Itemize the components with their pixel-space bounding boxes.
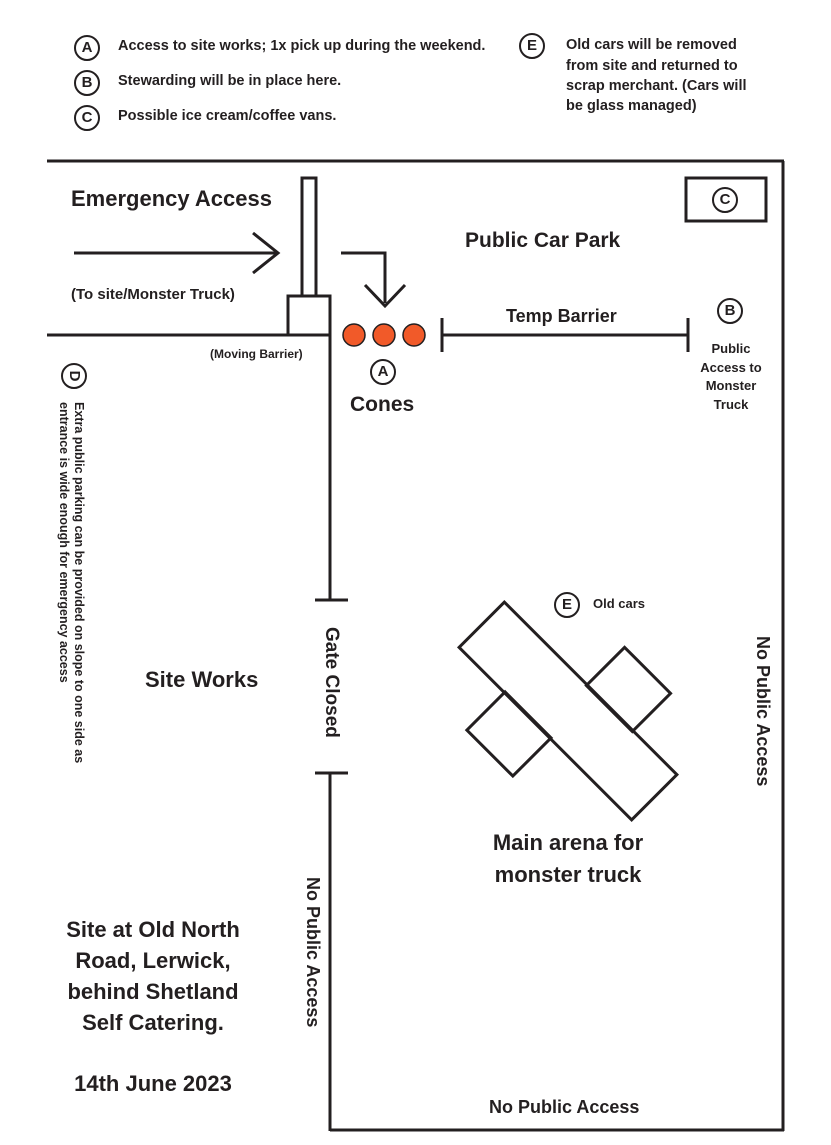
- moving-barrier-label: (Moving Barrier): [210, 347, 303, 361]
- old-cars-shapes: [456, 599, 680, 823]
- public-access-line-2: Access to: [700, 360, 762, 375]
- site-info-line-4: Self Catering.: [82, 1010, 224, 1035]
- site-info-line-2: Road, Lerwick,: [75, 948, 231, 973]
- legend-text-e-line-1: Old cars will be removed: [566, 37, 737, 53]
- old-cars-label: Old cars: [593, 596, 646, 611]
- public-access-line-1: Public: [711, 341, 751, 356]
- steward-marker-b: B: [717, 298, 743, 324]
- legend-text-c: Possible ice cream/coffee vans.: [118, 108, 337, 124]
- legend-marker-a: A: [74, 35, 100, 61]
- old-cars-marker-e: E: [554, 592, 580, 618]
- parking-note-line-2: entrance is wide enough for emergency ac…: [57, 402, 71, 683]
- parking-marker-d: D: [61, 363, 87, 389]
- moving-barrier-box: [286, 294, 332, 337]
- site-works-label: Site Works: [145, 667, 259, 692]
- old-car-long: [456, 599, 680, 823]
- legend-marker-b: B: [74, 70, 100, 96]
- public-car-park-label: Public Car Park: [465, 229, 621, 252]
- public-access-line-4: Truck: [713, 397, 749, 412]
- public-access-line-3: Monster: [705, 378, 757, 393]
- moving-barrier-post: [300, 176, 318, 298]
- legend-text-e-line-2: from site and returned to: [566, 58, 738, 74]
- to-site-label: (To site/Monster Truck): [71, 286, 235, 303]
- van-marker-c: C: [712, 187, 738, 213]
- legend-marker-e: E: [519, 33, 545, 59]
- legend-marker-c: C: [74, 105, 100, 131]
- cone-2: [372, 323, 396, 347]
- arena-label-line-1: Main arena for: [492, 830, 644, 855]
- old-car-lower: [464, 689, 554, 779]
- legend-text-b: Stewarding will be in place here.: [118, 73, 342, 89]
- van-box: [684, 176, 768, 223]
- gate-closed-label: Gate Closed: [321, 627, 342, 738]
- date-label: 14th June 2023: [74, 1071, 232, 1096]
- site-info-line-1: Site at Old North: [66, 917, 240, 942]
- emergency-arrow-head: [252, 231, 281, 275]
- down-arrow-head: [363, 283, 407, 309]
- cone-1: [342, 323, 366, 347]
- legend-text-e-line-3: scrap merchant. (Cars will: [566, 78, 747, 94]
- parking-note-line-1: Extra public parking can be provided on …: [72, 402, 86, 764]
- temp-barrier-label: Temp Barrier: [506, 306, 617, 326]
- no-public-access-right: No Public Access: [753, 636, 773, 787]
- legend-text-a: Access to site works; 1x pick up during …: [118, 38, 486, 54]
- no-public-access-left: No Public Access: [303, 877, 323, 1028]
- cone-3: [402, 323, 426, 347]
- no-public-access-bottom: No Public Access: [489, 1097, 640, 1117]
- down-arrow-shaft: [341, 251, 387, 303]
- old-car-upper: [584, 645, 673, 734]
- legend-text-e-line-4: be glass managed): [566, 98, 697, 114]
- cones-label: Cones: [350, 393, 415, 416]
- cones-marker-a: A: [370, 359, 396, 385]
- arena-label-line-2: monster truck: [494, 862, 642, 887]
- emergency-access-label: Emergency Access: [71, 186, 272, 211]
- site-info-line-3: behind Shetland: [67, 979, 239, 1004]
